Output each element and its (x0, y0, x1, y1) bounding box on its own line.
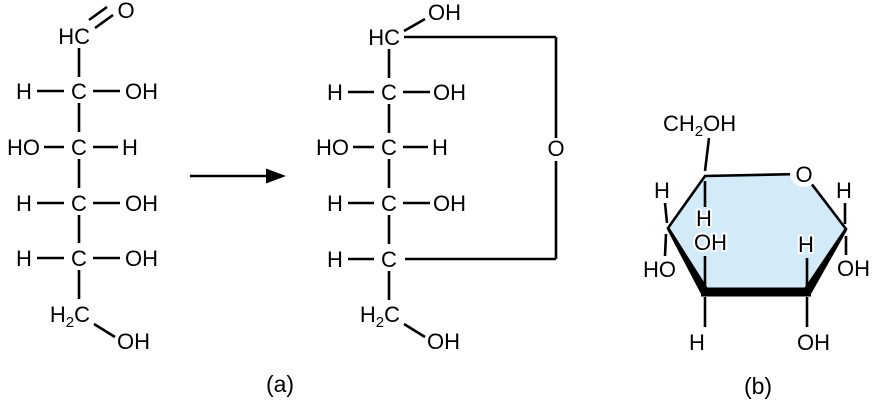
atom-c: C (71, 135, 87, 160)
atom-h: H (798, 232, 814, 257)
atom-ho: HO (7, 135, 40, 160)
atom-hc: HC (58, 24, 90, 49)
caption-b: (b) (744, 373, 772, 399)
atom-c: C (71, 79, 87, 104)
ring-front-edge-left (666, 227, 709, 295)
bond (703, 137, 711, 172)
atom-oh: OH (125, 79, 158, 104)
atom-oh: OH (694, 230, 727, 255)
atom-oh: OH (125, 246, 158, 271)
fischer-cyclic-chain: OH HC O H C OH HO C H H C OH H C (316, 0, 565, 354)
atom-h: H (327, 80, 343, 105)
atom-c: C (381, 191, 397, 216)
atom-h: H (432, 135, 448, 160)
atom-h: H (16, 79, 32, 104)
atom-h: H (836, 178, 852, 203)
atom-bridge-o: O (547, 136, 564, 161)
haworth-ring: O CH2OH H OH H H HO H OH H OH (643, 111, 870, 355)
atom-ch2oh: CH2OH (663, 111, 736, 140)
atom-h: H (16, 191, 32, 216)
atom-hc: HC (368, 25, 400, 50)
atom-c: C (71, 246, 87, 271)
atom-oh: OH (797, 330, 830, 355)
atom-h: H (689, 330, 705, 355)
atom-h: H (327, 191, 343, 216)
atom-ho: HO (316, 135, 349, 160)
bond (88, 5, 108, 22)
atom-ho: HO (643, 257, 676, 282)
atom-h: H (16, 246, 32, 271)
bond (663, 202, 669, 224)
ring-front-edge-bottom (701, 287, 811, 297)
oxygen-halo (790, 159, 818, 187)
bond (93, 322, 116, 339)
atom-oh: OH (433, 191, 466, 216)
atom-oh: OH (428, 0, 461, 25)
atom-o: O (117, 0, 134, 23)
atom-ring-o: O (795, 162, 812, 187)
bond (403, 17, 426, 33)
atom-c: C (71, 191, 87, 216)
bond (94, 13, 114, 30)
fischer-open-chain: O HC H C OH HO C H H C OH H C OH H2C (7, 0, 158, 354)
atom-oh: OH (125, 191, 158, 216)
atom-h: H (696, 206, 712, 231)
reaction-arrow (190, 168, 286, 184)
atom-c: C (381, 135, 397, 160)
caption-a: (a) (266, 371, 294, 397)
bond (403, 322, 426, 339)
atom-c: C (381, 247, 397, 272)
arrow-head (266, 168, 286, 184)
atom-h2c: H2C (360, 302, 400, 331)
ring-front-edge-right (803, 228, 848, 295)
bond (663, 233, 668, 257)
atom-oh: OH (117, 329, 150, 354)
atom-oh: OH (427, 329, 460, 354)
atom-h: H (654, 178, 670, 203)
atom-h: H (327, 247, 343, 272)
atom-h2c: H2C (50, 302, 90, 331)
atom-c: C (381, 80, 397, 105)
atom-oh: OH (433, 80, 466, 105)
atom-oh: OH (837, 256, 870, 281)
atom-h: H (122, 135, 138, 160)
